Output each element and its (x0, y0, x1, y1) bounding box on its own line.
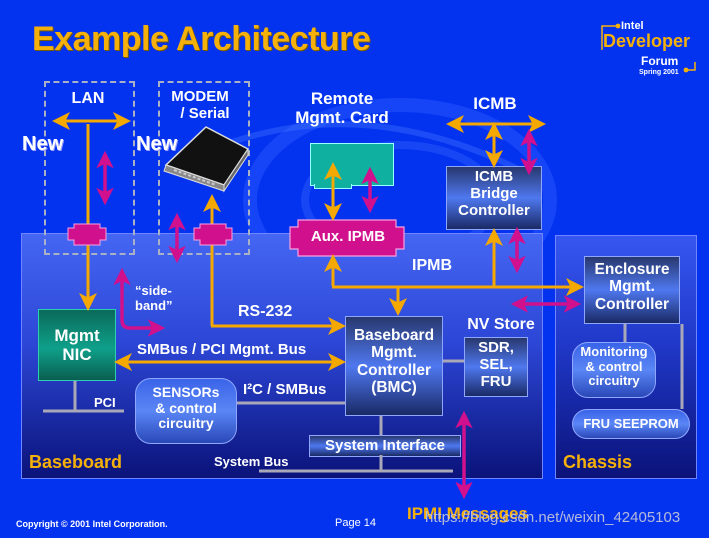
system-bus-label: System Bus (214, 454, 289, 469)
emc-line3: Controller (594, 295, 670, 313)
bmc-line4: (BMC) (371, 379, 417, 397)
orange-bus-lines (52, 112, 584, 371)
nv-store-box: SDR, SEL, FRU (464, 337, 528, 397)
aux-ipmb-label: Aux. IPMB (310, 228, 386, 245)
modem-connector (193, 223, 233, 246)
logo-intel: Intel (621, 20, 644, 32)
bmc-line2: Mgmt. (371, 344, 417, 362)
monitoring-control-circuitry: Monitoring & control circuitry (572, 342, 656, 398)
i2c-smbus-label: I²C / SMBus (243, 381, 327, 398)
lan-connector (67, 223, 107, 246)
bmc-line3: Controller (356, 361, 432, 379)
sensors-line3: circuitry (158, 415, 214, 432)
nv-store-label: NV Store (467, 316, 535, 333)
bmc-line1: Baseboard (353, 327, 435, 344)
modem-label-line1: MODEM (171, 88, 229, 105)
baseboard-label: Baseboard (29, 452, 123, 472)
emc-line1: Enclosure (594, 261, 670, 278)
watermark-url: https://blog.csdn.net/weixin_42405103 (425, 509, 681, 526)
nv-line1: SDR, (478, 339, 514, 356)
fru-seeprom: FRU SEEPROM (572, 409, 690, 439)
mgmt-nic-box: Mgmt NIC (38, 309, 116, 381)
magenta-connectors (67, 223, 233, 246)
nv-line2: SEL, (479, 355, 513, 373)
icmb-bridge-line1: ICMB (474, 168, 514, 185)
mon-line1: Monitoring (580, 344, 648, 359)
mon-line3: circuitry (588, 373, 640, 389)
sensors-control-circuitry: SENSORs & control circuitry (135, 378, 237, 444)
icmb-label: ICMB (473, 94, 517, 113)
ipmi-messages-label: IPMI Messages (407, 504, 528, 523)
system-interface-box: System Interface (309, 435, 461, 457)
copyright: Copyright © 2001 Intel Corporation. (16, 519, 168, 529)
nv-line3: FRU (480, 372, 512, 390)
aux-ipmb-connector-shape (289, 219, 405, 257)
enclosure-mgmt-controller: Enclosure Mgmt. Controller (584, 256, 680, 324)
modem-label: MODEM / Serial (160, 88, 240, 123)
remote-mgmt-card-label: Remote Mgmt. Card (282, 89, 402, 127)
magenta-message-arrows (96, 128, 582, 500)
remote-card-line1: Remote (310, 89, 374, 108)
page-number: Page 14 (335, 517, 376, 529)
intel-developer-forum-logo: Intel Developer Forum Spring 2001 (597, 20, 707, 84)
ipmb-label: IPMB (412, 257, 452, 274)
logo-forum: Forum (641, 54, 679, 68)
new-label-lan: New (22, 133, 64, 155)
sideband-arrow (113, 267, 166, 337)
logo-frame (601, 23, 696, 73)
remote-card-line2: Mgmt. Card (295, 108, 389, 128)
nic-line2: NIC (62, 345, 92, 365)
sensors-line2: & control (155, 399, 217, 416)
modem-dashed-box (158, 81, 250, 255)
new-label-modem: New (136, 133, 178, 155)
modem-device-icon (163, 126, 250, 193)
sensors-line1: SENSORs (152, 384, 220, 400)
icmb-bridge-line3: Controller (458, 201, 530, 219)
lan-label: LAN (71, 90, 105, 107)
modem-label-line2: / Serial (180, 104, 230, 122)
logo-spring-2001: Spring 2001 (639, 69, 679, 76)
emc-line2: Mgmt. (609, 278, 655, 296)
pci-label: PCI (94, 395, 116, 410)
mon-line2: & control (585, 358, 643, 374)
chassis-label: Chassis (563, 452, 633, 472)
bmc-box: Baseboard Mgmt. Controller (BMC) (345, 316, 443, 416)
grey-bus-lines (43, 324, 684, 473)
logo-developer: Developer (603, 31, 691, 51)
rs232-label: RS-232 (238, 303, 293, 320)
icmb-bridge-controller: ICMB Bridge Controller (446, 166, 542, 230)
icmb-bridge-line2: Bridge (470, 184, 518, 202)
nic-line1: Mgmt (54, 326, 100, 345)
slide-title: Example Architecture (32, 20, 371, 58)
